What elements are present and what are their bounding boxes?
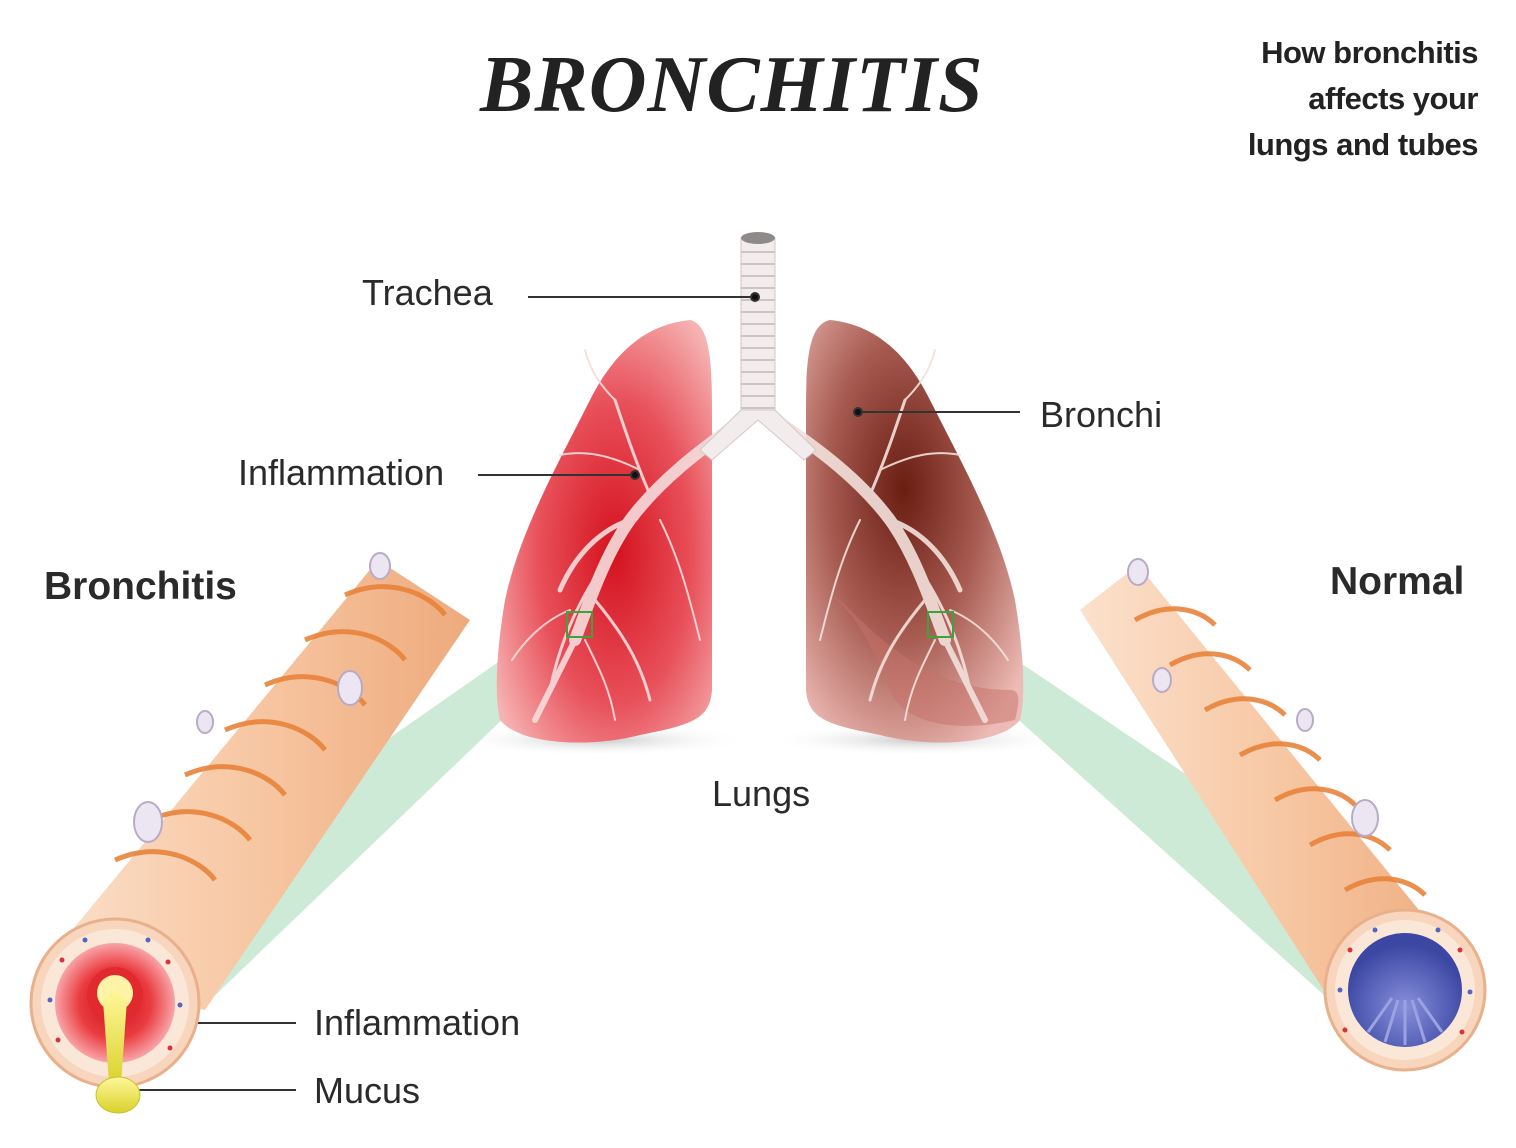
subtitle-line: How bronchitis <box>1261 35 1478 70</box>
mucus-label: Mucus <box>314 1070 421 1111</box>
subtitle-line: lungs and tubes <box>1247 127 1479 162</box>
normal-airway <box>1080 558 1487 1072</box>
lungs-label: Lungs <box>712 773 811 814</box>
bronchi-label: Bronchi <box>1040 394 1163 435</box>
subtitle-line: affects your <box>1308 81 1478 116</box>
zoom-beam-right <box>930 612 1380 1005</box>
inflammation-lung-label: Inflammation <box>238 452 445 493</box>
bronchitis-airway <box>29 552 470 1114</box>
page-title: BRONCHITIS <box>480 41 984 129</box>
trachea-label: Trachea <box>362 272 493 313</box>
trachea-tube <box>699 232 817 461</box>
zoom-box-right <box>927 611 954 638</box>
bronchitis-heading: Bronchitis <box>44 565 237 608</box>
inflammation-tube-label: Inflammation <box>314 1002 521 1043</box>
page-subtitle: How bronchitis affects your lungs and tu… <box>1178 30 1479 168</box>
zoom-box-left <box>566 611 593 638</box>
normal-heading: Normal <box>1330 560 1465 603</box>
